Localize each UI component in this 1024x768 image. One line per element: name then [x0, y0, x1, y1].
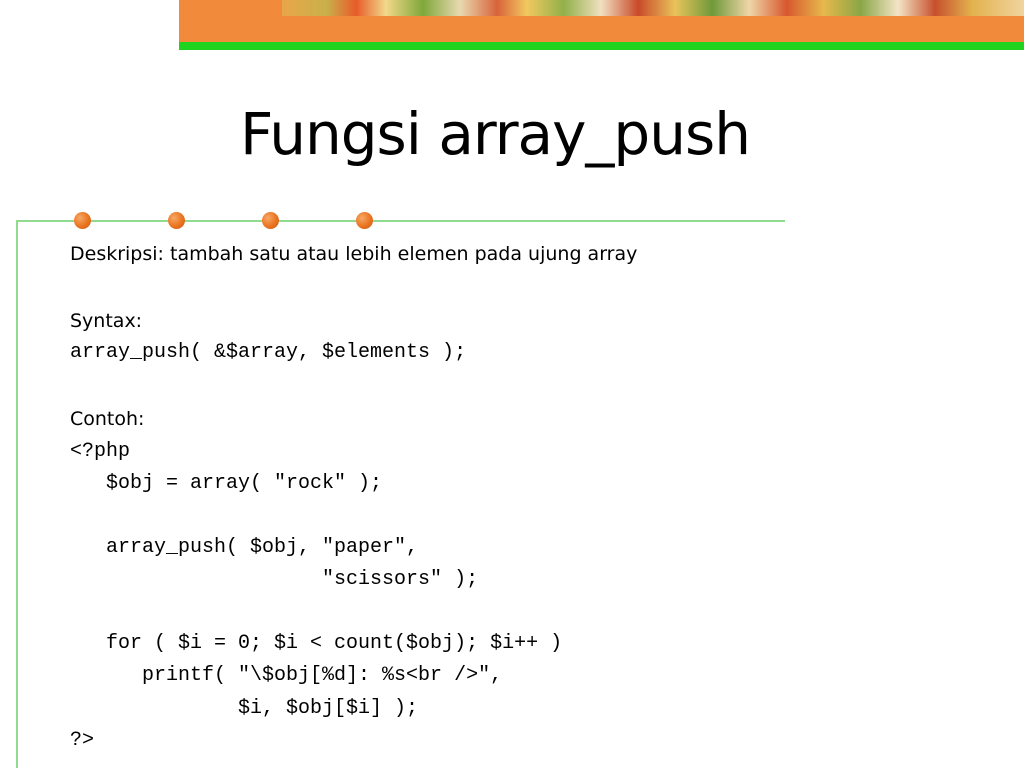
code-line: printf( "\$obj[%d]: %s<br />", [70, 664, 503, 687]
orange-dot-icon [356, 212, 373, 229]
code-line: $i, $obj[$i] ); [70, 697, 419, 720]
description-line: Deskripsi: tambah satu atau lebih elemen… [70, 243, 638, 265]
syntax-label: Syntax: [70, 310, 143, 332]
orange-dot-icon [168, 212, 185, 229]
header-photo-strip [282, 0, 1024, 16]
orange-dot-icon [74, 212, 91, 229]
orange-dot-icon [262, 212, 279, 229]
code-line: "scissors" ); [70, 568, 479, 591]
syntax-code-line: array_push( &$array, $elements ); [70, 341, 467, 364]
code-line: for ( $i = 0; $i < count($obj); $i++ ) [70, 632, 563, 655]
code-line: $obj = array( "rock" ); [70, 472, 383, 495]
horizontal-rule [16, 220, 785, 222]
example-label: Contoh: [70, 408, 145, 430]
code-line: array_push( $obj, "paper", [70, 536, 419, 559]
code-line: <?php [70, 440, 131, 463]
slide-title: Fungsi array_push [240, 100, 751, 168]
code-line: ?> [70, 729, 95, 752]
header-green-stripe [179, 42, 1024, 50]
vertical-rule [16, 220, 18, 768]
